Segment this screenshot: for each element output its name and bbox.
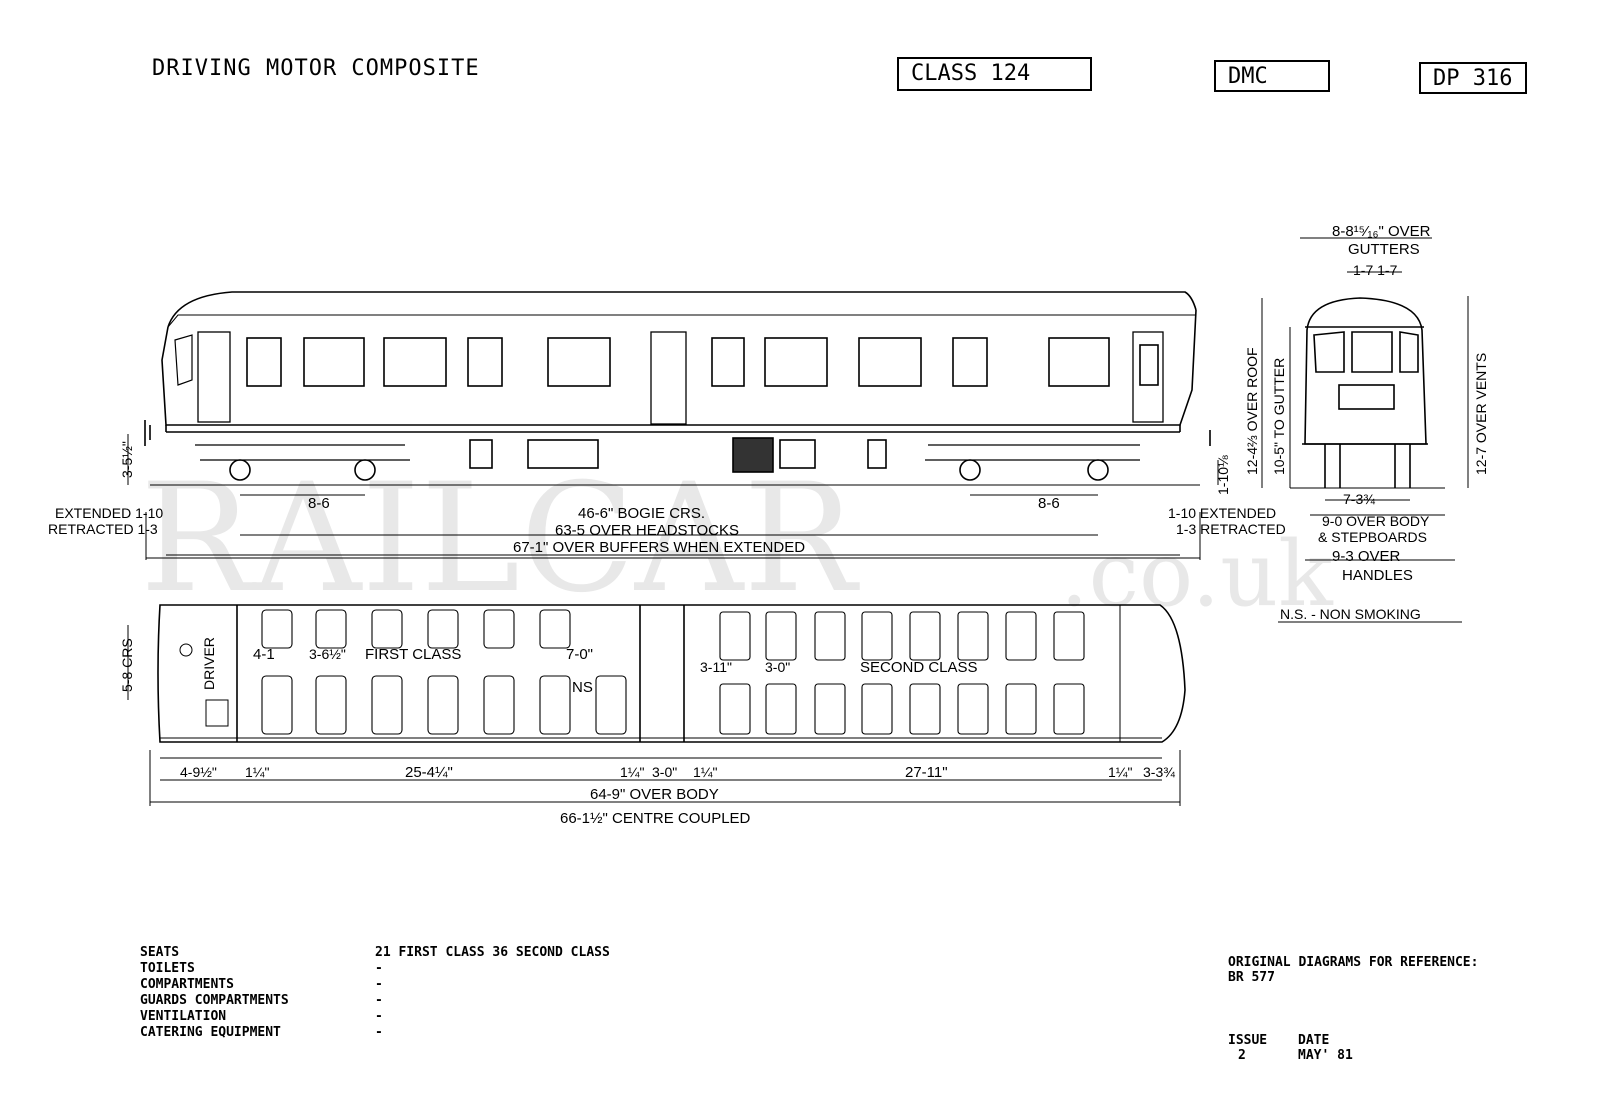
class-box: CLASS 124	[897, 57, 1092, 91]
first-end-dim: 7-0"	[566, 646, 593, 663]
spec-value: 21 FIRST CLASS 36 SECOND CLASS	[375, 945, 610, 960]
reference-note: ORIGINAL DIAGRAMS FOR REFERENCE: BR 577	[1228, 955, 1478, 985]
end-length-dim: 3-3¾	[1143, 764, 1175, 780]
bogie-wheelbase-left: 8-6	[308, 495, 330, 512]
spec-label: TOILETS	[140, 961, 195, 976]
date-value: MAY' 81	[1298, 1048, 1353, 1063]
spec-value: -	[375, 993, 383, 1008]
type-code-box: DMC	[1214, 60, 1330, 92]
second-pitch-a: 3-11"	[700, 659, 732, 675]
partition-b-dim: 1¼"	[620, 764, 644, 780]
first-seat-pitch: 3-6½"	[309, 646, 346, 662]
buffer-height-dim: 3-5½"	[119, 441, 135, 478]
over-roof-dim: 12-4⅔ OVER ROOF	[1244, 347, 1260, 475]
left-buffer-extended: EXTENDED 1-10	[55, 505, 163, 521]
first-class-label: FIRST CLASS	[365, 646, 461, 663]
right-buffer-extended: 1-10 EXTENDED	[1168, 505, 1276, 521]
second-length-dim: 27-11"	[905, 764, 948, 781]
non-smoking-label: NS	[572, 679, 593, 696]
watermark-main: RAILCAR	[140, 452, 860, 626]
end-elevation	[1261, 237, 1469, 561]
issue-value: 2	[1238, 1048, 1246, 1063]
reference-line-1: ORIGINAL DIAGRAMS FOR REFERENCE:	[1228, 955, 1479, 970]
partition-d-dim: 1¼"	[1108, 764, 1132, 780]
over-gutters-label: GUTTERS	[1348, 241, 1420, 258]
sheet-title: DRIVING MOTOR COMPOSITE	[152, 56, 480, 81]
spec-value: -	[375, 961, 383, 976]
spec-label: VENTILATION	[140, 1009, 227, 1024]
over-handles-label: HANDLES	[1342, 567, 1413, 584]
spec-value: -	[375, 977, 383, 992]
track-gauge-dim: 7-3¾	[1343, 491, 1375, 507]
diagram-number-box: DP 316	[1419, 62, 1527, 94]
right-buffer-retracted: 1-3 RETRACTED	[1176, 521, 1286, 537]
partition-c-dim: 1¼"	[693, 764, 717, 780]
over-headstocks-dim: 63-5 OVER HEADSTOCKS	[555, 522, 739, 539]
centre-coupled-dim: 66-1½" CENTRE COUPLED	[560, 810, 751, 827]
spec-values: 21 FIRST CLASS 36 SECOND CLASS - - - - -	[375, 945, 610, 1041]
over-vents-dim: 12-7 OVER VENTS	[1473, 353, 1489, 475]
first-length-dim: 25-4¼"	[405, 764, 453, 781]
spec-label: CATERING EQUIPMENT	[140, 1025, 281, 1040]
rail-height-dim: 1-10⅛	[1215, 455, 1231, 495]
spec-labels: SEATS TOILETS COMPARTMENTS GUARDS COMPAR…	[140, 945, 289, 1041]
over-handles-dim: 9-3 OVER	[1332, 548, 1401, 565]
spec-label: COMPARTMENTS	[140, 977, 234, 992]
left-buffer-retracted: RETRACTED 1-3	[48, 521, 158, 537]
over-buffers-dim: 67-1" OVER BUFFERS WHEN EXTENDED	[513, 539, 805, 556]
side-elevation	[127, 291, 1219, 560]
width-centres-dim: 5-8 CRS	[119, 638, 135, 692]
over-body-length-dim: 64-9" OVER BODY	[590, 786, 719, 803]
window-centres-dim: 1-7 1-7	[1353, 262, 1398, 278]
spec-value: -	[375, 1025, 383, 1040]
plan-view	[127, 604, 1186, 806]
date-label: DATE	[1298, 1033, 1330, 1048]
non-smoking-note: N.S. - NON SMOKING	[1280, 606, 1421, 622]
first-bay-dim: 4-1	[253, 646, 275, 663]
spec-label: GUARDS COMPARTMENTS	[140, 993, 289, 1008]
over-body-width: 9-0 OVER BODY	[1322, 513, 1430, 529]
bogie-centres-dim: 46-6" BOGIE CRS.	[578, 505, 705, 522]
stepboards-label: & STEPBOARDS	[1318, 529, 1427, 545]
issue-label: ISSUE	[1228, 1033, 1268, 1048]
partition-a-dim: 1¼"	[245, 764, 269, 780]
issue-block: ISSUE DATE 2 MAY' 81	[1228, 1033, 1353, 1063]
over-gutters-dim: 8-8¹⁵⁄₁₆" OVER	[1332, 223, 1431, 240]
watermark-suffix: .co.uk	[1060, 522, 1334, 627]
spec-value: -	[375, 1009, 383, 1024]
to-gutter-dim: 10-5" TO GUTTER	[1271, 358, 1287, 475]
driver-label: DRIVER	[201, 637, 217, 690]
second-class-label: SECOND CLASS	[860, 659, 978, 676]
second-pitch-b: 3-0"	[765, 659, 790, 675]
vestibule-dim: 3-0"	[652, 764, 677, 780]
reference-line-2: BR 577	[1228, 970, 1275, 985]
spec-label: SEATS	[140, 945, 180, 960]
cab-length-dim: 4-9½"	[180, 764, 217, 780]
bogie-wheelbase-right: 8-6	[1038, 495, 1060, 512]
